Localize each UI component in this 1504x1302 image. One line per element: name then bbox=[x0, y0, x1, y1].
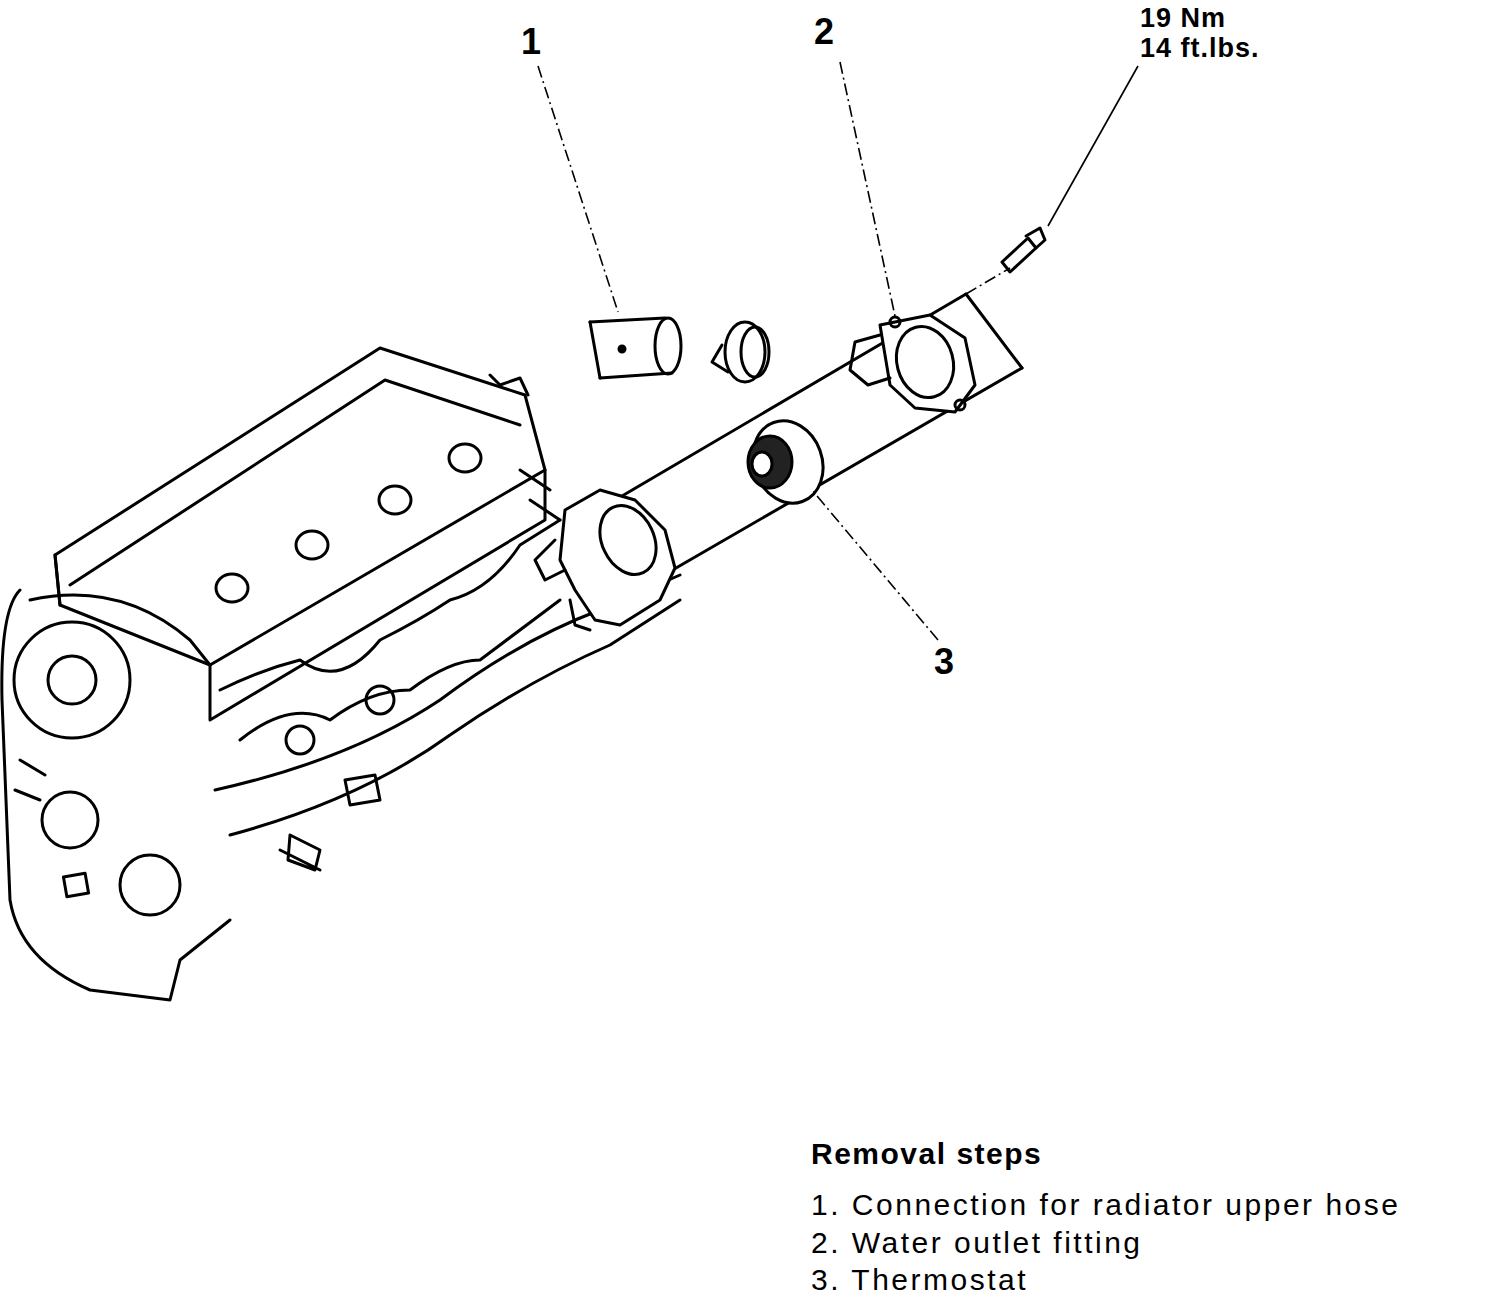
steps-heading: Removal steps bbox=[811, 1137, 1042, 1170]
callout-number: 3 bbox=[934, 642, 954, 682]
step-item: 3. Thermostat bbox=[811, 1263, 1028, 1296]
callout-number: 2 bbox=[814, 12, 834, 52]
step-item: 2. Water outlet fitting bbox=[811, 1226, 1143, 1259]
callout-number: 1 bbox=[521, 22, 541, 62]
torque-value: 19 Nm bbox=[1140, 4, 1226, 34]
step-item: 1. Connection for radiator upper hose bbox=[811, 1188, 1400, 1221]
torque-value: 14 ft.lbs. bbox=[1140, 34, 1260, 64]
